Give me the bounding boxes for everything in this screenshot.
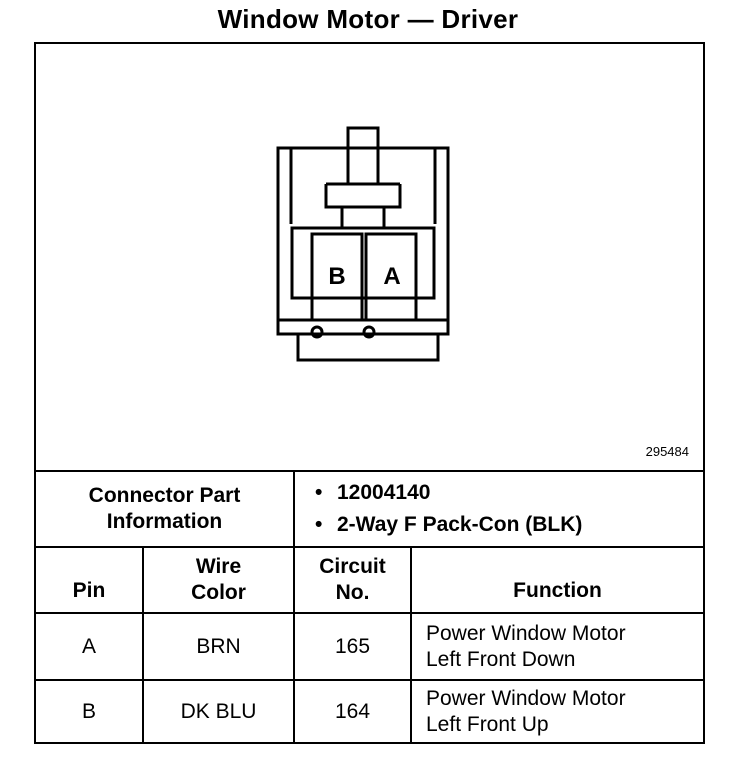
row-function: Power Window Motor Left Front Up — [409, 679, 704, 743]
connector-info-table: Connector Part Information 12004140 2-Wa… — [36, 470, 704, 743]
connector-base — [296, 332, 440, 362]
table-row: A BRN 165 Power Window Motor Left Front … — [36, 612, 704, 681]
part-number: 12004140 — [315, 477, 703, 509]
row-function-line1: Power Window Motor — [426, 621, 626, 645]
header-circuit-line2: No. — [335, 581, 370, 604]
row-pin: A — [36, 612, 144, 681]
part-info-values: 12004140 2-Way F Pack-Con (BLK) — [292, 470, 704, 548]
connector-chart-frame: B A 295484 Connector Part Information 12… — [34, 42, 705, 744]
part-info-row: Connector Part Information 12004140 2-Wa… — [36, 470, 704, 548]
part-info-label: Connector Part Information — [36, 470, 295, 548]
row-pin: B — [36, 679, 144, 743]
row-function: Power Window Motor Left Front Down — [409, 612, 704, 681]
pin-label-b: B — [328, 263, 345, 290]
header-function: Function — [409, 546, 704, 614]
header-circuit: Circuit No. — [293, 546, 412, 614]
connector-drawing: B A — [276, 126, 450, 362]
header-pin: Pin — [36, 546, 144, 614]
table-row: B DK BLU 164 Power Window Motor Left Fro… — [36, 679, 704, 743]
connector-diagram-area: B A 295484 — [36, 44, 703, 470]
header-circuit-line1: Circuit — [319, 555, 386, 578]
table-header-row: Pin Wire Color Circuit No. Function — [36, 546, 704, 614]
row-circuit: 165 — [293, 612, 412, 681]
row-function-line2: Left Front Down — [426, 647, 576, 671]
header-wire-color-line1: Wire — [195, 555, 242, 578]
connector-latch — [346, 126, 380, 186]
header-wire-color-line2: Color — [191, 581, 246, 604]
part-info-label-line1: Connector Part — [88, 484, 241, 507]
row-circuit: 164 — [293, 679, 412, 743]
connector-description: 2-Way F Pack-Con (BLK) — [315, 509, 703, 541]
figure-number: 295484 — [645, 444, 689, 459]
pin-label-a: A — [383, 263, 400, 290]
page-title: Window Motor — Driver — [217, 4, 519, 34]
row-wire-color: DK BLU — [142, 679, 295, 743]
part-info-label-line2: Information — [106, 510, 223, 533]
header-wire-color: Wire Color — [142, 546, 295, 614]
row-function-line1: Power Window Motor — [426, 687, 626, 710]
row-wire-color: BRN — [142, 612, 295, 681]
row-function-line2: Left Front Up — [426, 713, 549, 736]
